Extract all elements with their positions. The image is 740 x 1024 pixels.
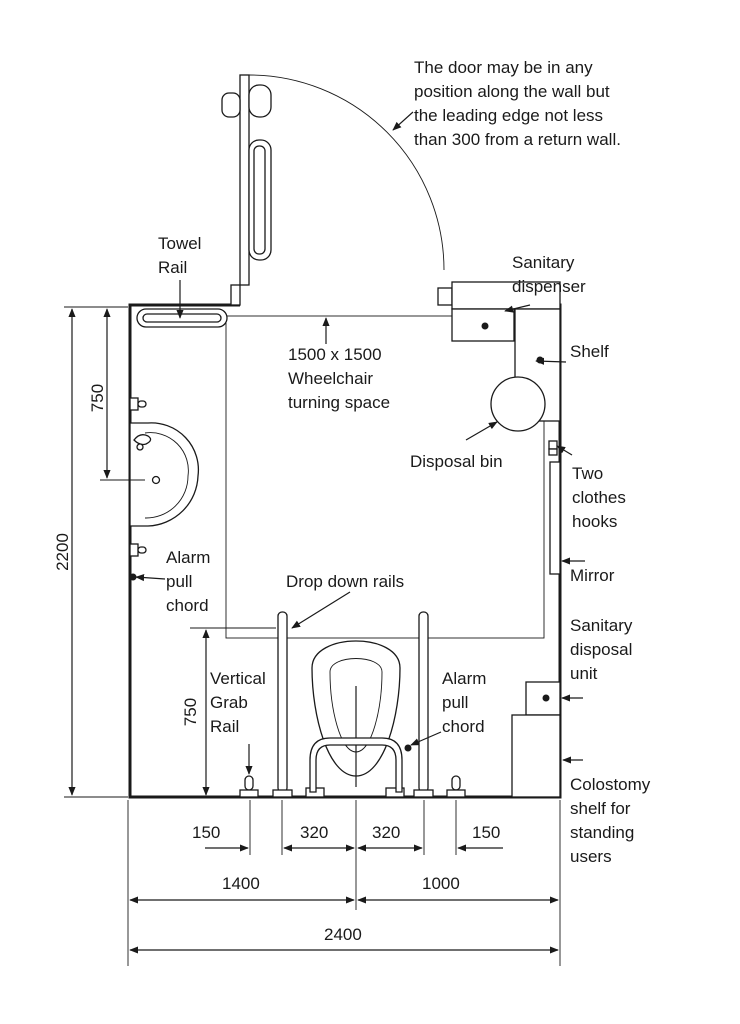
sanitary-dispenser-box [451,281,561,310]
door-handle-outer [221,92,241,118]
door-note: The door may be in any position along th… [414,58,621,149]
door-jamb-left [230,284,241,306]
sanitary-dispenser-label: Sanitary dispenser [512,253,586,296]
alarm-left-label: Alarm pull chord [166,548,215,615]
shelf-label: Shelf [570,342,609,361]
towel-rail-label: Towel Rail [158,234,206,277]
clothes-hook-1 [548,440,558,450]
mirror [549,461,561,575]
alarm-pull-chord-left [129,573,137,581]
wc-pan [305,640,405,798]
dim-2400: 2400 [324,925,362,944]
vertical-grab-rail-right [446,775,466,798]
dim-750-top: 750 [88,384,107,412]
tap-lower [129,543,139,557]
wash-basin [129,397,200,557]
drop-down-rail-left-base [272,789,293,798]
dim-750-bottom: 750 [181,698,200,726]
dim-2200: 2200 [53,533,72,571]
dim-150-right: 150 [472,823,500,842]
dim-320-right: 320 [372,823,400,842]
dim-150-left: 150 [192,823,220,842]
tap-upper [129,397,139,411]
drop-down-rails [272,611,434,798]
clothes-hook-2 [548,448,558,456]
vertical-grab-rail-left [239,775,259,798]
turning-space-label: 1500 x 1500 Wheelchair turning space [288,345,390,412]
drop-down-rail-left [277,611,288,793]
turning-space-square [225,315,545,639]
disposal-bin-label: Disposal bin [410,452,503,471]
door [221,74,445,286]
alarm-pull-chord-right [404,744,412,752]
door-handle-inner [248,84,272,118]
wc-foot-right [385,787,405,798]
colostomy-shelf [511,714,561,798]
sanitary-disposal-unit-label: Sanitary disposal unit [570,616,637,683]
dim-320-left: 320 [300,823,328,842]
drop-down-rails-label: Drop down rails [286,572,404,591]
door-jamb-right [437,287,453,306]
vertical-grab-rail-label: Vertical Grab Rail [210,669,270,736]
drop-down-rail-right [418,611,429,793]
mirror-label: Mirror [570,566,615,585]
disposal-bin [490,376,546,432]
leader-arrows [135,111,585,775]
drop-down-rail-right-base [413,789,434,798]
clothes-hooks-label: Two clothes hooks [572,464,631,531]
door-leaf [239,74,250,286]
dimension-lines [64,306,561,966]
door-swing-arc [248,74,445,271]
dim-1400: 1400 [222,874,260,893]
dim-1000: 1000 [422,874,460,893]
alarm-right-label: Alarm pull chord [442,669,491,736]
towel-rail [136,308,228,328]
colostomy-shelf-label: Colostomy shelf for standing users [570,775,655,866]
